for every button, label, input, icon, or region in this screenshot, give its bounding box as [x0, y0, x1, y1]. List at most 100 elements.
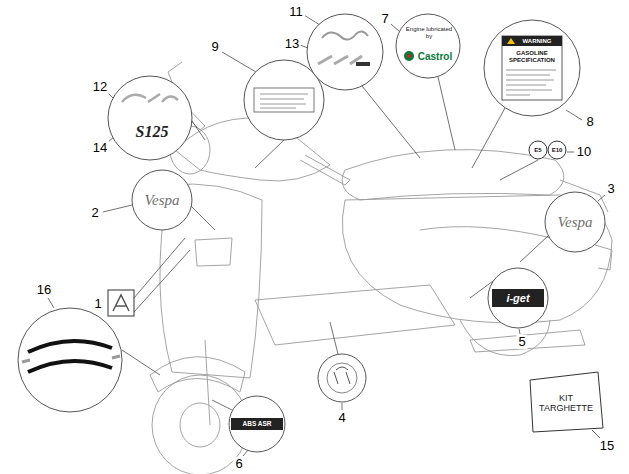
callout-number: 8	[584, 115, 595, 129]
callout-number: 10	[575, 145, 593, 159]
callout-number: 2	[89, 206, 100, 220]
leader-line	[520, 236, 548, 262]
fine-print	[506, 70, 556, 95]
detail-circle	[244, 60, 324, 140]
exhaust	[470, 330, 585, 352]
callout-number: 12	[91, 80, 109, 94]
scooter-outline	[150, 62, 612, 474]
castrol-mark	[404, 51, 414, 61]
front-badge	[108, 290, 134, 316]
leader-line	[103, 205, 132, 212]
callout-number: 14	[91, 141, 109, 155]
warning-text: WARNING	[523, 38, 552, 45]
callout-number: 15	[598, 439, 616, 453]
model-logo	[318, 56, 362, 64]
badge-text: ABS ASR	[242, 420, 271, 427]
model-text: S125	[136, 123, 169, 141]
detail-circle	[396, 14, 460, 78]
detail-circles	[18, 14, 605, 452]
leader-line	[255, 140, 284, 168]
leader-line	[330, 322, 338, 354]
logo-text: Vespa	[558, 214, 593, 231]
callout-number: 4	[336, 411, 347, 425]
detail-circle	[545, 192, 605, 252]
envelope-text: KIT TARGHETTE	[538, 394, 594, 414]
leader-line	[134, 238, 185, 298]
rear-body	[342, 195, 612, 323]
detail-circle	[18, 308, 122, 412]
detail-circle	[318, 354, 366, 402]
decal-text: GASOLINE SPECIFICATION	[504, 50, 560, 63]
leader-line	[566, 110, 582, 120]
panel-line	[420, 227, 560, 240]
detail-circle	[488, 268, 548, 328]
warning-triangle	[507, 38, 515, 44]
leader-line	[243, 450, 248, 456]
model-logo	[122, 94, 178, 102]
leader-line	[598, 195, 605, 201]
leader-line	[190, 205, 215, 230]
club-emblem	[327, 363, 357, 393]
callout-number: 11	[287, 5, 305, 19]
fork	[205, 340, 210, 425]
leader-line	[48, 298, 54, 308]
club-emblem	[334, 367, 350, 384]
leader-line	[592, 430, 600, 438]
info-label	[254, 88, 314, 112]
logo-text: Vespa	[145, 192, 180, 209]
fine-print	[260, 94, 308, 108]
logo-text: i-get	[506, 292, 529, 304]
warning-bar	[502, 36, 562, 46]
warning-label	[502, 36, 562, 100]
leader-line	[212, 400, 232, 410]
callout-number: 6	[233, 457, 244, 471]
stripe	[28, 341, 112, 352]
badge-plate	[492, 289, 544, 307]
stripe	[22, 356, 120, 362]
badge-text: E5	[534, 147, 541, 154]
detail-circle	[307, 14, 383, 90]
envelope	[530, 372, 603, 432]
callout-number: 3	[605, 182, 616, 196]
front-badge	[113, 295, 129, 311]
leader-line	[362, 86, 420, 158]
leader-line	[122, 350, 160, 375]
leader-line	[134, 250, 190, 312]
castrol-mark	[407, 54, 411, 58]
leader-line	[519, 329, 520, 334]
stripe	[28, 361, 112, 372]
badge-plate	[231, 418, 283, 430]
detail-circle	[132, 170, 192, 230]
seat	[342, 150, 564, 200]
leader-line	[567, 152, 574, 153]
leader-line	[438, 77, 455, 150]
leader-line	[342, 403, 343, 410]
detail-circle	[229, 396, 285, 452]
detail-circle	[108, 76, 192, 160]
callout-number: 9	[209, 40, 220, 54]
leader-line	[222, 52, 256, 72]
decal-text: Engine lubricated by	[404, 26, 454, 39]
detail-circle	[484, 20, 580, 116]
leader-lines	[48, 15, 605, 456]
callout-number: 7	[379, 12, 390, 26]
tail-light	[595, 245, 612, 270]
front-hub	[180, 403, 220, 447]
floorboard	[255, 285, 455, 345]
fuel-badge	[548, 141, 566, 159]
model-logo	[356, 62, 370, 66]
callout-number: 1	[92, 297, 103, 311]
callout-number: 13	[283, 37, 301, 51]
brand-text: Castrol	[418, 51, 452, 62]
script-logo	[322, 31, 368, 39]
callout-number: 5	[516, 335, 527, 349]
horn-cover	[195, 238, 232, 266]
leader-line	[472, 108, 505, 168]
badge-text: E10	[552, 147, 563, 154]
callout-number: 16	[35, 283, 53, 297]
decal-art	[22, 31, 603, 432]
leader-line	[500, 160, 538, 180]
leader-line	[304, 15, 320, 25]
